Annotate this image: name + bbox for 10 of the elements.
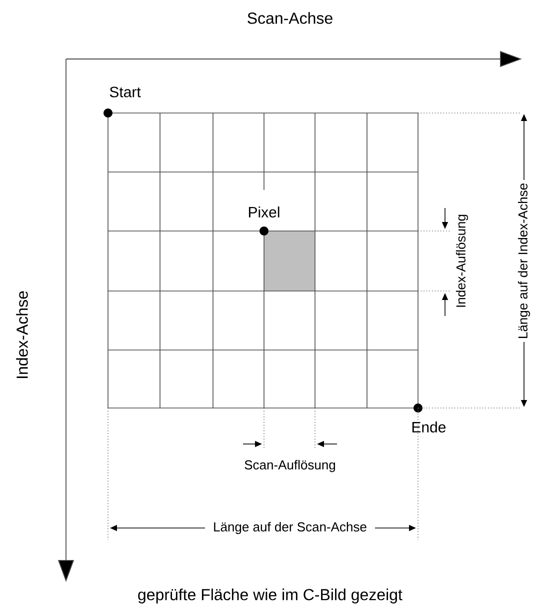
dimension-label: Länge auf der Index-Achse xyxy=(518,184,530,338)
point-label: Start xyxy=(110,86,141,98)
dimension-label: Länge auf der Scan-Achse xyxy=(214,522,366,534)
point-label: Ende xyxy=(412,422,446,432)
caption: geprüfte Fläche wie im C-Bild gezeigt xyxy=(138,588,402,604)
axis-label: Scan-Achse xyxy=(248,12,332,24)
axis-label: Index-Achse xyxy=(16,291,28,378)
dimension-label: Scan-Auflösung xyxy=(244,460,336,472)
dimension-label: Index-Auflösung xyxy=(456,214,468,307)
point-label: Pixel xyxy=(248,206,280,218)
